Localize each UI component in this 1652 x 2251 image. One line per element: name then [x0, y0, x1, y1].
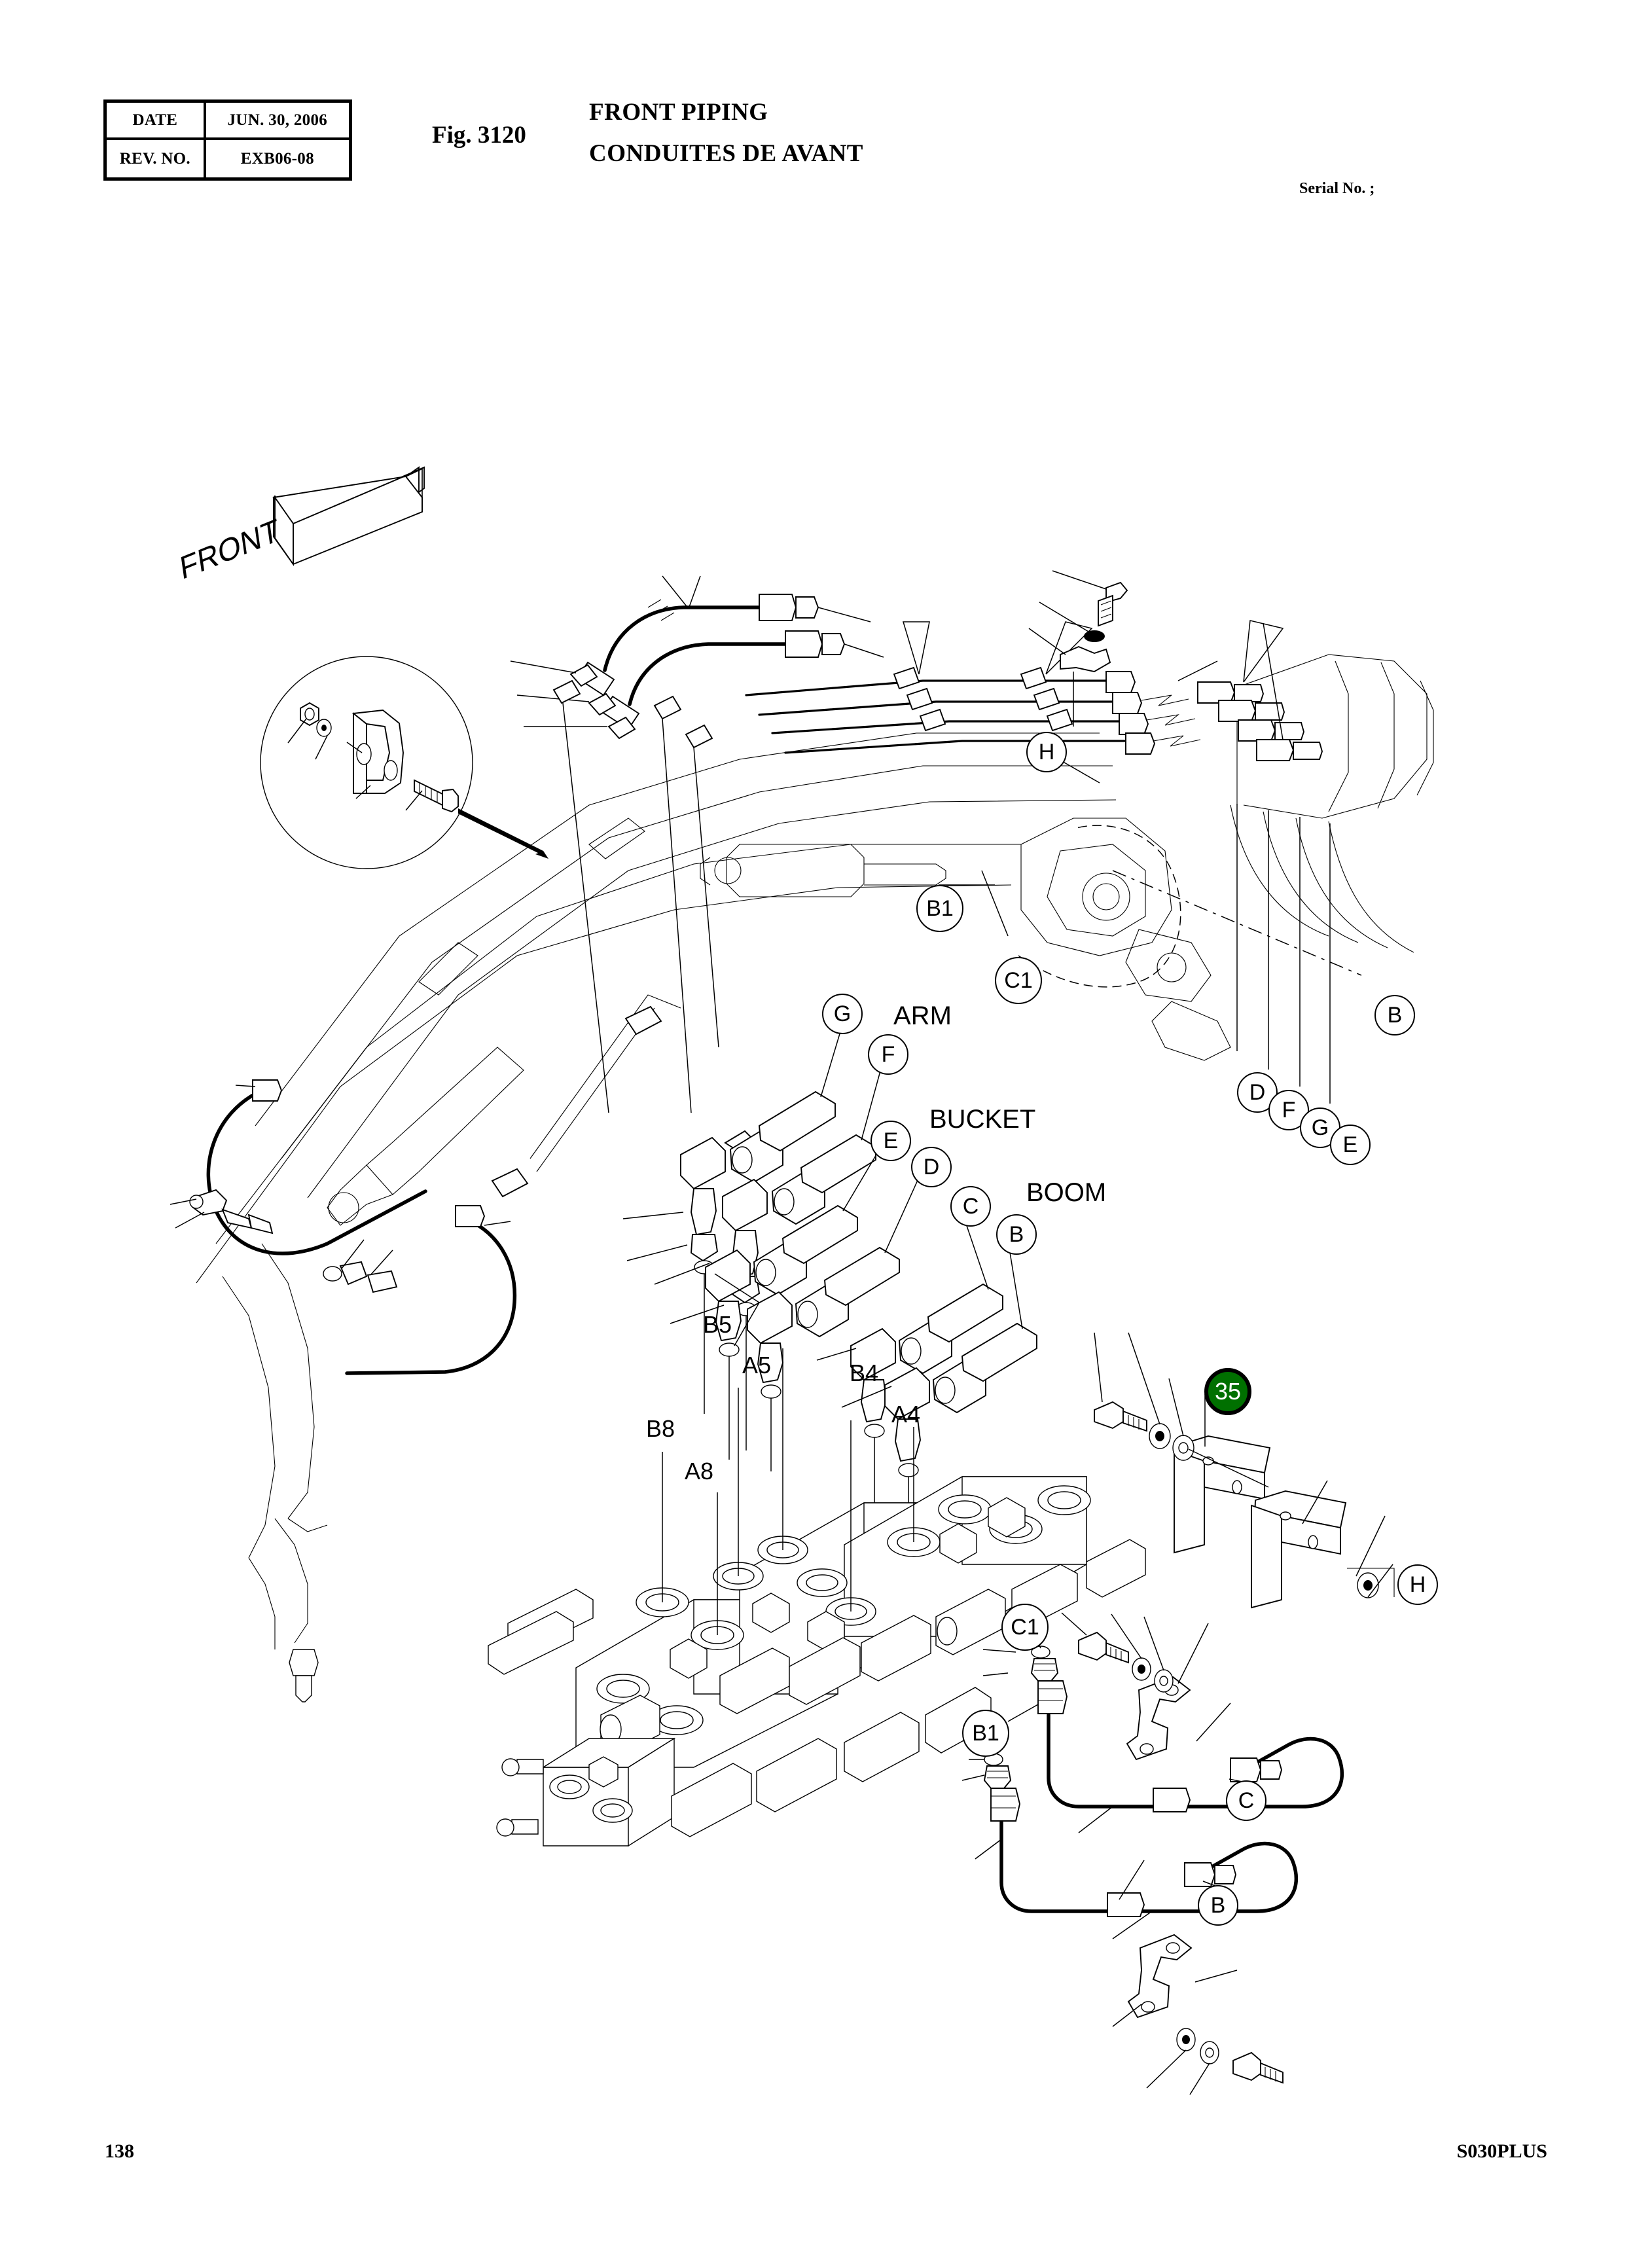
mid-arm-fittings [491, 679, 719, 1198]
revision-table: DATE JUN. 30, 2006 REV. NO. EXB06-08 [103, 99, 352, 181]
c1-callout-leader [981, 870, 1009, 937]
lower-left-hose-assemblies [170, 1079, 517, 1375]
page-title-english: FRONT PIPING [589, 99, 768, 126]
callout-c1-lower[interactable]: C1 [1001, 1604, 1049, 1651]
front-direction-arrow: FRONT [178, 466, 425, 587]
port-label-b5: B5 [703, 1311, 732, 1338]
page-title-french: CONDUITES DE AVANT [589, 140, 863, 167]
rev-no-value: EXB06-08 [240, 149, 314, 168]
callout-b1-lower[interactable]: B1 [962, 1710, 1009, 1757]
upper-clamp-hardware [1028, 570, 1128, 727]
upper-hose-assemblies [510, 575, 884, 740]
boom-arm-structure [196, 732, 1231, 1702]
rev-no-label: REV. NO. [107, 140, 206, 177]
port-label-a4: A4 [891, 1401, 921, 1428]
callout-f-center[interactable]: F [868, 1034, 908, 1075]
bottom-hose-assemblies [961, 1568, 1395, 2095]
callout-b-lower[interactable]: B [1198, 1885, 1238, 1926]
bucket-end-fittings [1141, 620, 1323, 761]
center-elbow-tube-ladder [622, 1018, 1037, 1598]
callout-c-center[interactable]: C [950, 1186, 991, 1227]
detail-circle-inset [260, 656, 548, 869]
callout-h-upper[interactable]: H [1026, 732, 1067, 772]
label-arm: ARM [893, 1001, 952, 1030]
figure-number: Fig. 3120 [432, 122, 526, 149]
boom-tube-run [745, 621, 1218, 755]
front-arrow-text: FRONT [178, 513, 281, 587]
callout-e-right[interactable]: E [1330, 1125, 1371, 1165]
callout-item-35[interactable]: 35 [1204, 1368, 1251, 1415]
page-number: 138 [105, 2140, 134, 2162]
callout-d-center[interactable]: D [911, 1147, 952, 1187]
bracket-plate-group-35 [1094, 1332, 1393, 1609]
callout-b-center[interactable]: B [996, 1214, 1037, 1255]
revision-table-row-date: DATE JUN. 30, 2006 [107, 103, 349, 140]
bucket-cylinder [1230, 654, 1434, 953]
serial-number-label: Serial No. ; [1299, 180, 1375, 197]
port-label-b8: B8 [646, 1415, 675, 1442]
date-label: DATE [107, 103, 206, 137]
callout-b-right[interactable]: B [1374, 995, 1415, 1035]
callout-c1-upper[interactable]: C1 [995, 957, 1042, 1004]
label-boom: BOOM [1026, 1178, 1107, 1207]
port-label-b4: B4 [850, 1360, 879, 1386]
callout-e-center[interactable]: E [871, 1121, 911, 1161]
port-label-a8: A8 [685, 1458, 714, 1485]
label-bucket: BUCKET [929, 1105, 1036, 1134]
callout-b1-upper[interactable]: B1 [916, 885, 963, 932]
callout-g-center[interactable]: G [822, 994, 863, 1034]
phantom-outline [1018, 825, 1181, 988]
port-label-a5: A5 [742, 1352, 772, 1378]
callout-h-lower[interactable]: H [1397, 1564, 1438, 1605]
revision-table-row-rev: REV. NO. EXB06-08 [107, 140, 349, 177]
date-value: JUN. 30, 2006 [227, 111, 328, 129]
callout-c-lower[interactable]: C [1226, 1780, 1266, 1821]
model-code: S030PLUS [1456, 2140, 1547, 2162]
right-callout-leaders [1236, 804, 1331, 1104]
